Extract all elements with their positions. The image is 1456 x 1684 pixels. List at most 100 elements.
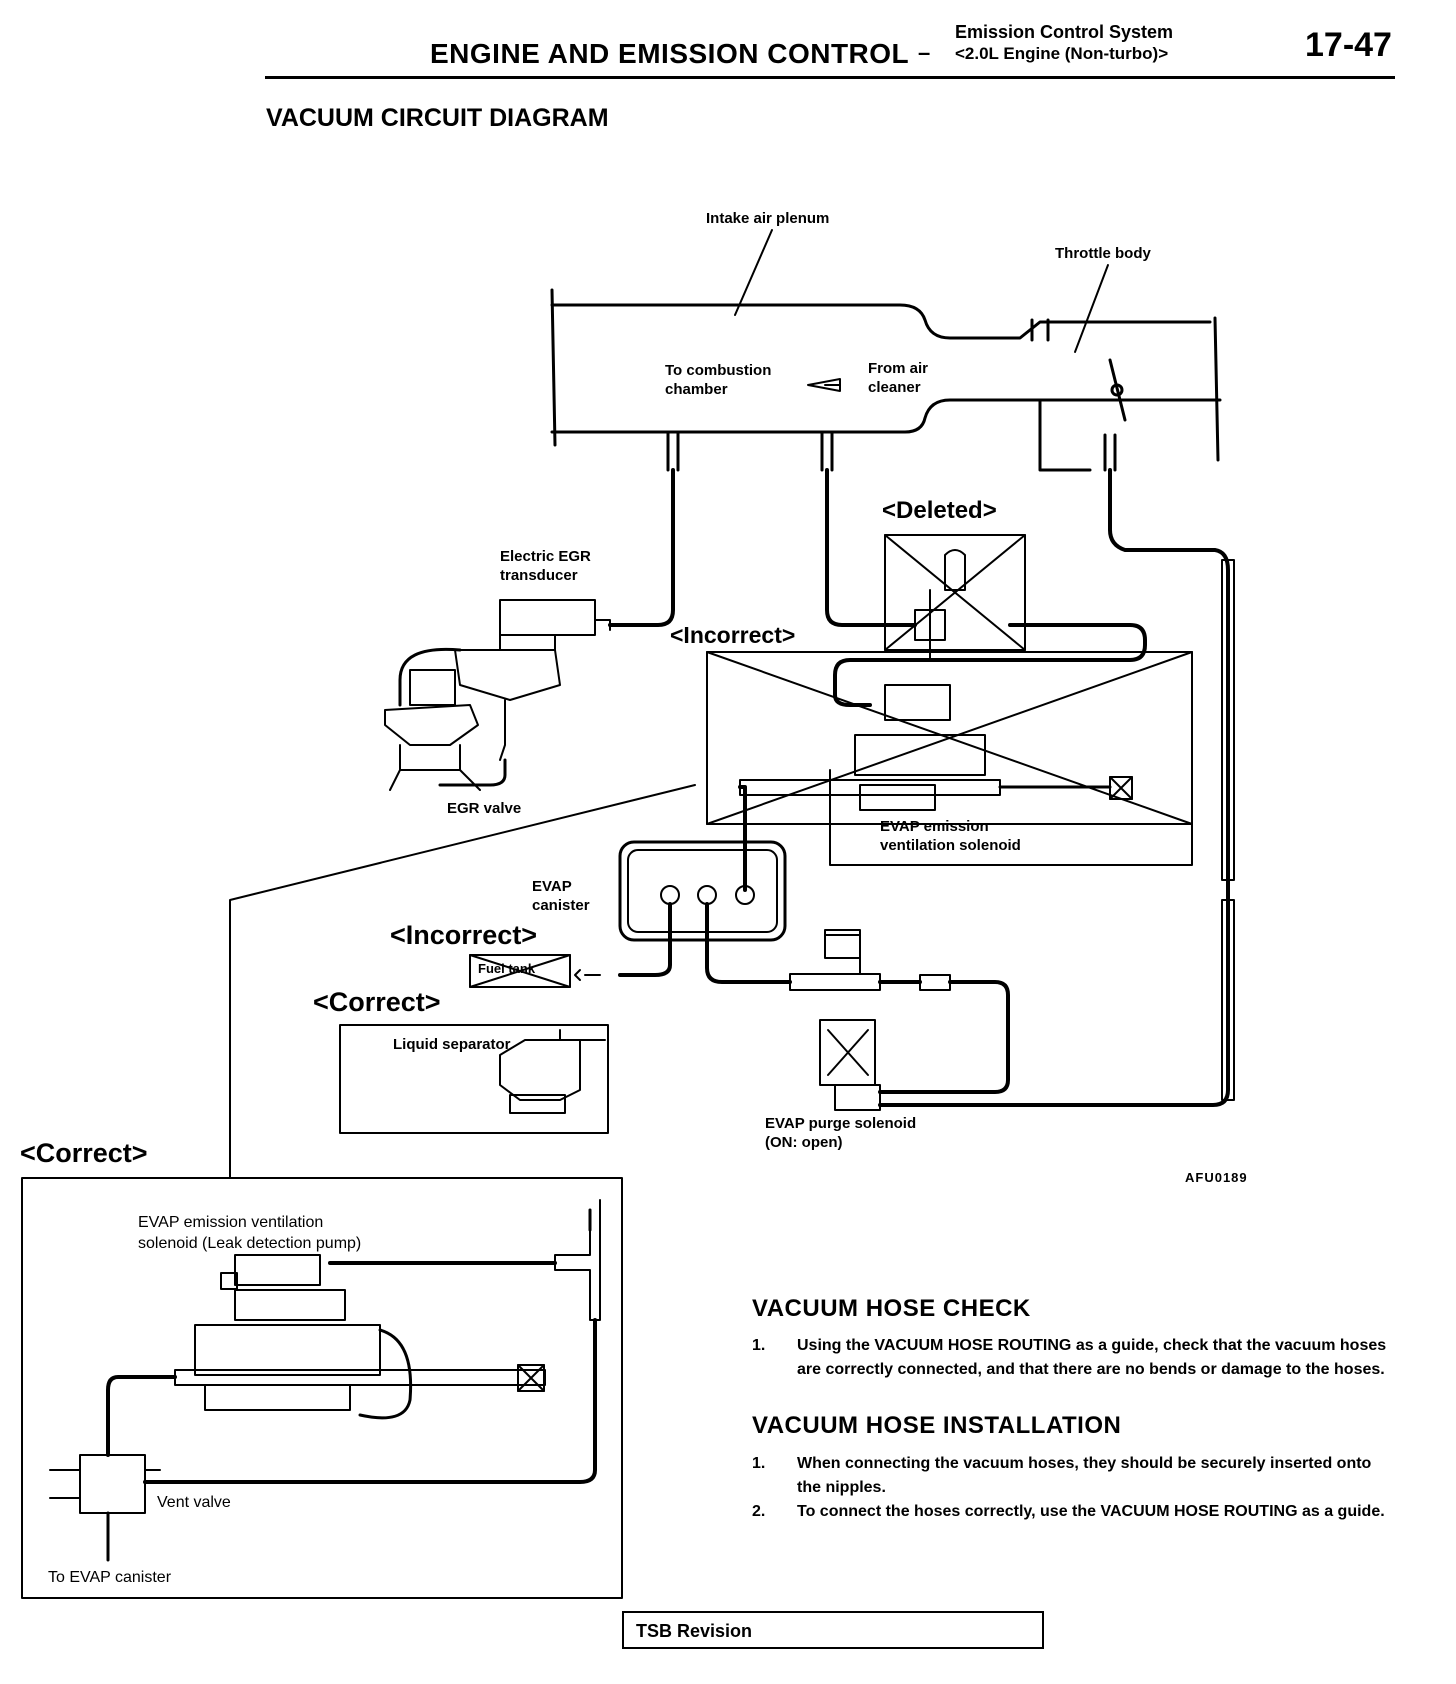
fuel-tank-box: [469, 954, 571, 988]
vent-solenoid-body: [854, 734, 986, 776]
fuel-tank-arrow-icon: [574, 969, 601, 981]
hose-sleeve-upper: [1221, 559, 1235, 881]
hose-sleeve-lower: [1221, 899, 1235, 1101]
heading-vacuum-hose-check: VACUUM HOSE CHECK: [752, 1295, 1031, 1322]
pump-middle: [234, 1289, 346, 1321]
plenum-top-wall: [550, 303, 1212, 340]
inset-tee: [554, 1199, 601, 1321]
throttle-body-base: [1038, 398, 1092, 472]
check-item-number: 1.: [752, 1337, 766, 1354]
pump-body: [194, 1324, 381, 1376]
plenum-cut-left: [550, 288, 557, 447]
vent-solenoid-base: [859, 784, 936, 811]
label-evap-purge-2: (ON: open): [765, 1134, 843, 1151]
evap-canister-outer: [618, 840, 787, 942]
install-item-1-text: When connecting the vacuum hoses, they s…: [797, 1455, 1372, 1496]
purge-solenoid-valve: [834, 1084, 881, 1111]
pump-loop-hose: [358, 1328, 413, 1420]
liquid-separator-box: [339, 1024, 609, 1134]
label-to-evap-canister: To EVAP canister: [48, 1569, 172, 1586]
egr-transducer-nipple: [594, 619, 611, 631]
label-fuel-tank: Fuel tank: [478, 961, 536, 976]
hose-to-fuel-tank: [618, 902, 672, 977]
check-item-text: Using the VACUUM HOSE ROUTING as a guide…: [797, 1337, 1387, 1378]
nipple-purge: [1103, 433, 1117, 472]
hose-to-purge: [705, 902, 792, 984]
label-liquid-separator: Liquid separator: [393, 1036, 511, 1053]
egr-valve-body: [384, 704, 479, 746]
label-inset-title-1: EVAP emission ventilation: [138, 1214, 324, 1231]
canister-port-2: [697, 885, 717, 905]
throttle-plate: [1108, 358, 1127, 422]
flow-arrow-icon: [807, 378, 841, 392]
header-rule: [265, 76, 1395, 79]
figure-code: AFU0189: [1185, 1170, 1248, 1185]
liquid-separator-base: [509, 1094, 566, 1114]
label-throttle-body: Throttle body: [1055, 245, 1151, 262]
install-item-1: 1. When connecting the vacuum hoses, the…: [752, 1452, 1402, 1502]
egr-valve-top: [409, 669, 456, 706]
inset-box: [21, 1177, 623, 1599]
heading-vacuum-hose-installation: VACUUM HOSE INSTALLATION: [752, 1412, 1122, 1439]
pump-tube: [174, 1369, 546, 1386]
pump-top: [234, 1254, 321, 1286]
label-evap-canister-1: EVAP: [532, 878, 572, 895]
incorrect-box-extension: [829, 769, 1193, 866]
hose-deleted-left: [825, 468, 917, 627]
egr-lower-hose: [438, 758, 507, 787]
inset-filter-icon: [517, 1364, 545, 1392]
hose-egr: [608, 468, 675, 627]
vent-hose-down: [738, 785, 747, 892]
hose-purge-main: [878, 468, 1230, 1107]
egr-transducer-body: [499, 599, 596, 636]
leader-to-inset: [229, 784, 696, 1179]
label-evap-purge-1: EVAP purge solenoid: [765, 1115, 917, 1132]
purge-solenoid-coil: [827, 1029, 869, 1076]
inset-hose-left: [106, 1375, 177, 1457]
label-electric-egr-1: Electric EGR: [500, 548, 591, 565]
egr-transducer-diaphragm: [454, 649, 561, 701]
tag-incorrect-top: <Incorrect>: [670, 622, 796, 648]
vent-solenoid-top: [884, 684, 951, 721]
hose-purge-b: [878, 980, 1010, 1094]
deleted-solenoid-valve: [914, 589, 946, 661]
check-item: 1. Using the VACUUM HOSE ROUTING as a gu…: [752, 1334, 1402, 1409]
label-to-combustion-2: chamber: [665, 381, 728, 398]
header-dash: –: [918, 40, 931, 65]
leader-plenum: [734, 229, 773, 316]
deleted-solenoid-body: [944, 549, 966, 591]
tag-incorrect-mid: <Incorrect>: [390, 920, 538, 950]
egr-valve-base: [389, 744, 481, 791]
install-item-2: 2. To connect the hoses correctly, use t…: [752, 1500, 1402, 1550]
install-item-1-number: 1.: [752, 1455, 766, 1472]
tag-correct-left: <Correct>: [20, 1138, 148, 1168]
page-number: 17-47: [1305, 26, 1392, 64]
deleted-cross-icon: [884, 534, 1026, 651]
vent-valve-ports: [49, 1469, 161, 1499]
deleted-box: [884, 534, 1026, 651]
plenum-cut-right: [1213, 316, 1220, 462]
label-egr-valve: EGR valve: [447, 800, 522, 817]
throttle-shaft: [1110, 383, 1124, 397]
subsection-line-2: <2.0L Engine (Non-turbo)>: [955, 44, 1169, 63]
plenum-bottom-wall: [550, 398, 1222, 434]
evap-canister-inner: [627, 849, 778, 933]
install-item-2-text: To connect the hoses correctly, use the …: [797, 1503, 1385, 1520]
pump-connector-icon: [220, 1272, 238, 1290]
label-from-air-2: cleaner: [868, 379, 921, 396]
section-title: ENGINE AND EMISSION CONTROL: [430, 38, 910, 69]
tsb-revision-label: TSB Revision: [636, 1621, 753, 1641]
label-evap-vent-sol-2: ventilation solenoid: [880, 837, 1021, 854]
egr-loop-hose: [398, 647, 462, 707]
canister-port-3: [735, 885, 755, 905]
inset-filter-cross: [517, 1364, 545, 1392]
subsection-line-1: Emission Control System: [955, 22, 1174, 42]
inset-hose-right: [143, 1318, 597, 1484]
label-to-combustion-1: To combustion: [665, 362, 772, 379]
liquid-separator-pipe: [534, 1029, 606, 1041]
label-evap-canister-2: canister: [532, 897, 590, 914]
label-from-air-1: From air: [868, 360, 929, 377]
install-item-2-number: 2.: [752, 1503, 766, 1520]
canister-port-1: [660, 885, 680, 905]
